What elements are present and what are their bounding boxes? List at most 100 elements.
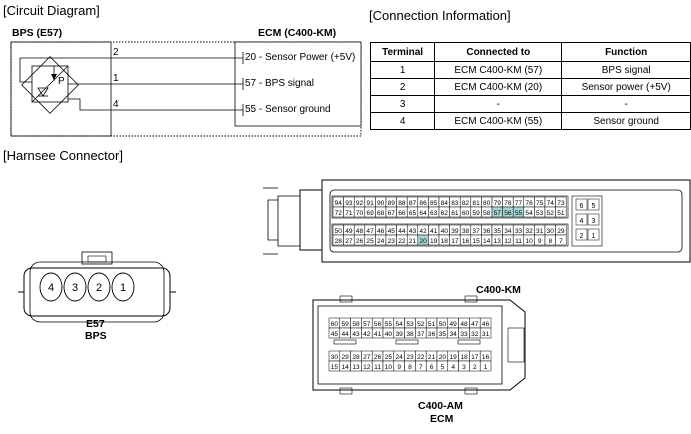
pin-number: 52 bbox=[417, 321, 425, 328]
pin-number: 57 bbox=[363, 321, 371, 328]
pin-number: 32 bbox=[471, 331, 479, 338]
pin-number: 24 bbox=[377, 238, 385, 245]
pin-number: 57 bbox=[494, 210, 502, 217]
pin-number: 26 bbox=[374, 354, 382, 361]
pin-number: 30 bbox=[547, 228, 555, 235]
pin-number: 64 bbox=[419, 210, 427, 217]
pin-cell bbox=[479, 360, 492, 372]
pin-number: 48 bbox=[460, 321, 468, 328]
pin-number: 38 bbox=[462, 228, 470, 235]
pin-number: 4 bbox=[451, 364, 455, 371]
pin-number: 60 bbox=[462, 210, 470, 217]
table-cell: 4 bbox=[369, 112, 436, 130]
pin-number: 83 bbox=[451, 200, 459, 207]
c400am-label: C400-AM bbox=[418, 400, 463, 412]
pin-number: 91 bbox=[366, 200, 374, 207]
pin-number: 39 bbox=[396, 331, 404, 338]
pin-number: 32 bbox=[525, 228, 533, 235]
pin-number: 56 bbox=[374, 321, 382, 328]
pin-number: 54 bbox=[525, 210, 533, 217]
pin-number: 72 bbox=[335, 210, 343, 217]
pin-number: 33 bbox=[515, 228, 523, 235]
pin-number: 15 bbox=[472, 238, 480, 245]
pin-number: 80 bbox=[483, 200, 491, 207]
pin-number: 16 bbox=[482, 354, 490, 361]
pin-number: 40 bbox=[385, 331, 393, 338]
pin-number: 26 bbox=[356, 238, 364, 245]
pin-number: 40 bbox=[441, 228, 449, 235]
pin-number: 1 bbox=[484, 364, 488, 371]
pin-number: 47 bbox=[366, 228, 374, 235]
pin-number: 42 bbox=[419, 228, 427, 235]
pin-number: 22 bbox=[398, 238, 406, 245]
pin-number: 20 bbox=[419, 238, 427, 245]
e57-pin bbox=[111, 272, 135, 302]
pin-number: 56 bbox=[504, 210, 512, 217]
pin-number: 10 bbox=[385, 364, 393, 371]
pin-number: 2 bbox=[580, 233, 584, 240]
pin-number: 7 bbox=[419, 364, 423, 371]
pin-number: 37 bbox=[472, 228, 480, 235]
pin-number: 49 bbox=[345, 228, 353, 235]
pin-number: 43 bbox=[409, 228, 417, 235]
pin-number: 31 bbox=[536, 228, 544, 235]
pin-number: 66 bbox=[398, 210, 406, 217]
pin-number: 61 bbox=[451, 210, 459, 217]
ecm-pin-57-text: 57 - BPS signal bbox=[245, 78, 314, 89]
pin-number: 4 bbox=[580, 218, 584, 225]
pin-number: 2 bbox=[473, 364, 477, 371]
pin-number: 14 bbox=[483, 238, 491, 245]
pin-number: 5 bbox=[441, 364, 445, 371]
ecm-label: ECM (C400-KM) bbox=[258, 27, 337, 39]
pin-number: 21 bbox=[428, 354, 436, 361]
pin-number: 74 bbox=[547, 200, 555, 207]
pin-number: 8 bbox=[548, 238, 552, 245]
pin-number: 81 bbox=[472, 200, 480, 207]
pin-number: 28 bbox=[352, 354, 360, 361]
wire-pin-1: 1 bbox=[113, 73, 119, 84]
pin-number: 65 bbox=[409, 210, 417, 217]
bps-connector-label: BPS bbox=[85, 330, 107, 342]
pin-number: 36 bbox=[428, 331, 436, 338]
pin-number: 79 bbox=[494, 200, 502, 207]
pin-number: 53 bbox=[406, 321, 414, 328]
pin-number: 89 bbox=[388, 200, 396, 207]
pin-number: 18 bbox=[441, 238, 449, 245]
pin-number: 9 bbox=[397, 364, 401, 371]
pin-number: 77 bbox=[515, 200, 523, 207]
pin-number: 45 bbox=[331, 331, 339, 338]
bps-box bbox=[10, 41, 112, 137]
pin-number: 24 bbox=[396, 354, 404, 361]
pin-cell bbox=[575, 198, 588, 211]
e57-pin bbox=[63, 272, 87, 302]
pin-number: 55 bbox=[385, 321, 393, 328]
pin-number: 46 bbox=[377, 228, 385, 235]
ecm-connector-label: ECM bbox=[430, 413, 454, 425]
bps-label: BPS (E57) bbox=[12, 27, 63, 39]
connection-info-heading: [Connection Information] bbox=[369, 8, 511, 23]
pin-number: 71 bbox=[345, 210, 353, 217]
pin-number: 31 bbox=[482, 331, 490, 338]
pin-number: 1 bbox=[592, 233, 596, 240]
pin-number: 13 bbox=[352, 364, 360, 371]
pin-number: 90 bbox=[377, 200, 385, 207]
pin-number: 18 bbox=[460, 354, 468, 361]
harness-connector-heading: [Harnsee Connector] bbox=[3, 148, 123, 163]
pin-number: 22 bbox=[417, 354, 425, 361]
pin-number: 42 bbox=[363, 331, 371, 338]
table-cell: Sensor ground bbox=[561, 112, 691, 130]
pin-number: 41 bbox=[430, 228, 438, 235]
pin-number: 73 bbox=[557, 200, 565, 207]
table-row: 3 - - bbox=[369, 95, 691, 113]
pin-number: 33 bbox=[460, 331, 468, 338]
pin-number: 49 bbox=[450, 321, 458, 328]
pin-number: 68 bbox=[377, 210, 385, 217]
pin-number: 17 bbox=[471, 354, 479, 361]
pin-number: 38 bbox=[406, 331, 414, 338]
pin-number: 6 bbox=[430, 364, 434, 371]
pin-number: 7 bbox=[559, 238, 563, 245]
pin-number: 59 bbox=[342, 321, 350, 328]
